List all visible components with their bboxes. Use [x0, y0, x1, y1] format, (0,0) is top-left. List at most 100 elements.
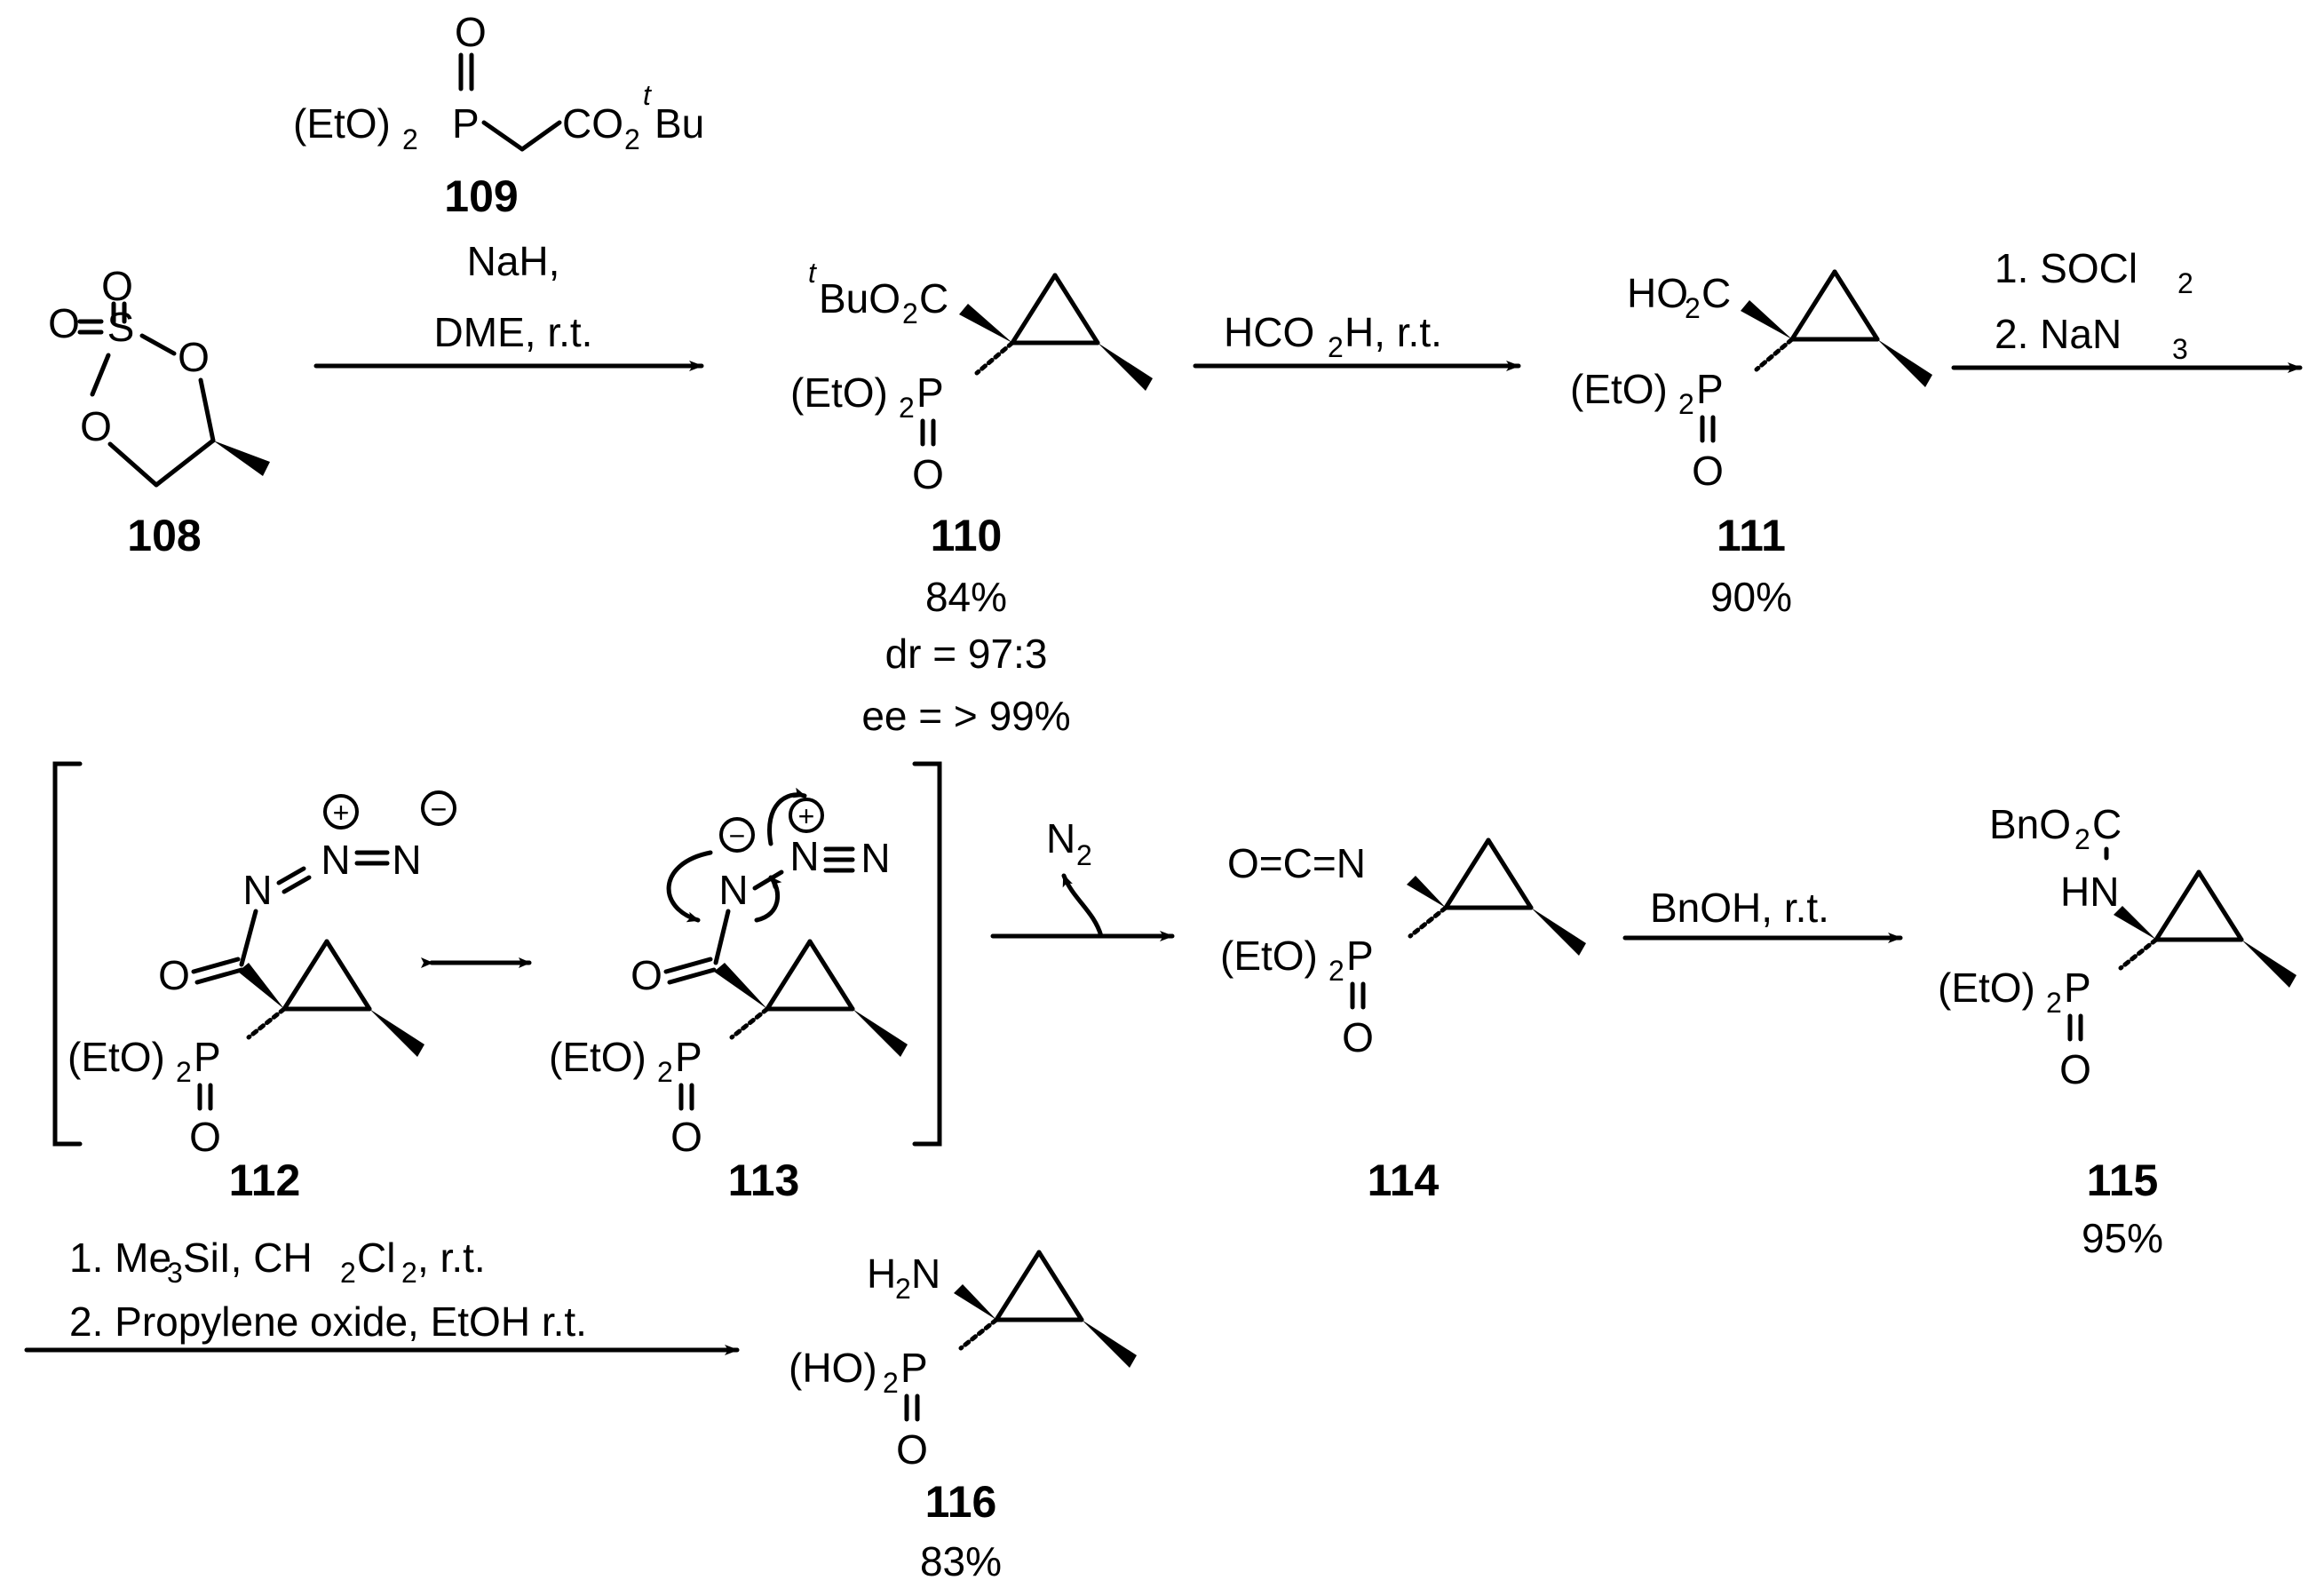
atom-p: P	[452, 100, 480, 147]
compound-label-111: 111	[1717, 511, 1786, 560]
compound-label-114: 114	[1368, 1155, 1440, 1205]
atom-o: O	[896, 1426, 928, 1473]
atom-o: O	[2059, 1046, 2091, 1092]
acid-group: HO	[1627, 270, 1688, 316]
compound-label-110: 110	[931, 511, 1003, 560]
atom-n: N	[321, 837, 350, 883]
subscript-2: 2	[1076, 839, 1092, 871]
atom-p: P	[194, 1034, 221, 1080]
subscript-2: 2	[895, 1273, 911, 1305]
atom-o: O	[912, 451, 944, 497]
compound-112: + − N N N O (EtO) 2 P O 112	[67, 790, 456, 1205]
condition-line1: 1. SOCl	[1995, 245, 2138, 291]
reaction-arrow-6: 1. Me 3 SiI, CH 2 Cl 2 , r.t. 2. Propyle…	[24, 1235, 740, 1355]
atom-o: O	[670, 1114, 702, 1160]
eto-group: (EtO)	[790, 369, 888, 416]
nh-group: HN	[2060, 869, 2119, 915]
subscript-2: 2	[402, 123, 418, 155]
minus-charge: −	[729, 820, 746, 852]
subscript-2: 2	[1328, 331, 1344, 363]
amine-h: H	[867, 1251, 896, 1297]
ee-110: ee = > 99%	[861, 693, 1070, 739]
reaction-arrow-3: 1. SOCl 2 2. NaN 3	[1951, 245, 2303, 373]
condition-line2: 2. NaN	[1995, 311, 2122, 357]
yield-116: 83%	[920, 1538, 1002, 1584]
cbz-carbon: C	[2092, 801, 2122, 847]
subscript-3: 3	[2172, 333, 2188, 365]
compound-113: − + N N N O (EtO) 2 P O 113	[549, 787, 908, 1205]
subscript-2: 2	[657, 1056, 673, 1088]
atom-p: P	[2064, 965, 2091, 1011]
subscript-2: 2	[883, 1367, 899, 1399]
reaction-arrow-4: N 2	[990, 815, 1175, 941]
eto-group: (EtO)	[1570, 366, 1668, 412]
eto-group: (EtO)	[1938, 965, 2035, 1011]
condition-text: H, r.t.	[1344, 309, 1442, 355]
atom-s: S	[107, 304, 135, 350]
minus-charge: −	[431, 793, 448, 825]
atom-o: O	[1692, 448, 1724, 494]
condition-text: BnOH, r.t.	[1650, 885, 1829, 931]
subscript-3: 3	[167, 1257, 183, 1289]
subscript-2: 2	[1329, 955, 1344, 987]
atom-o: O	[101, 263, 133, 309]
plus-charge: +	[798, 800, 815, 832]
cbz-group: BnO	[1989, 801, 2071, 847]
yield-111: 90%	[1710, 574, 1792, 620]
atom-n: N	[861, 835, 890, 881]
condition-line1: Cl	[357, 1235, 395, 1281]
compound-108: O O S O O 108	[48, 263, 270, 560]
superscript-t: t	[643, 79, 652, 111]
ester-carbon: C	[919, 275, 948, 322]
eto-group: (EtO)	[1220, 933, 1318, 979]
ho-group: (HO)	[789, 1345, 877, 1391]
compound-111: HO 2 C (EtO) 2 P O 111 90%	[1570, 269, 1932, 620]
compound-label-116: 116	[925, 1477, 997, 1527]
dr-110: dr = 97:3	[885, 631, 1048, 677]
compound-114: O=C=N (EtO) 2 P O 114	[1220, 838, 1586, 1205]
condition-line1: 1. Me	[69, 1235, 171, 1281]
compound-label-115: 115	[2087, 1155, 2159, 1205]
atom-p: P	[675, 1034, 702, 1080]
subscript-2: 2	[340, 1257, 356, 1289]
isocyanate-group: O=C=N	[1227, 840, 1366, 886]
ester-group: BuO	[819, 275, 900, 322]
amine-n: N	[911, 1251, 940, 1297]
subscript-2: 2	[1678, 388, 1694, 420]
compound-110: t BuO 2 C (EtO) 2 P O 110 84% dr = 97:3 …	[790, 257, 1153, 739]
compound-label-112: 112	[229, 1155, 301, 1205]
yield-115: 95%	[2082, 1215, 2163, 1261]
condition-text: HCO	[1224, 309, 1314, 355]
atom-p: P	[900, 1345, 928, 1391]
atom-n: N	[718, 867, 748, 913]
atom-n: N	[242, 867, 272, 913]
subscript-2: 2	[902, 298, 918, 330]
subscript-2: 2	[1685, 292, 1701, 324]
reaction-arrow-1: NaH, DME, r.t.	[313, 238, 704, 371]
subscript-2: 2	[401, 1257, 417, 1289]
atom-o: O	[48, 300, 80, 346]
condition-line1: SiI, CH	[183, 1235, 313, 1281]
atom-n: N	[789, 833, 819, 879]
atom-p: P	[916, 369, 944, 416]
subscript-2: 2	[2046, 987, 2062, 1019]
condition-line1: , r.t.	[417, 1235, 486, 1281]
compound-116: H 2 N (HO) 2 P O 116 83%	[789, 1250, 1137, 1584]
atom-o: O	[178, 334, 210, 380]
yield-110: 84%	[925, 574, 1007, 620]
co-group: CO	[562, 100, 623, 147]
atom-o: O	[631, 952, 662, 998]
subscript-2: 2	[899, 392, 915, 424]
condition-line2: 2. Propylene oxide, EtOH r.t.	[69, 1298, 587, 1345]
subscript-2: 2	[2074, 823, 2090, 855]
atom-n: N	[392, 837, 421, 883]
eto-group: (EtO)	[293, 100, 391, 147]
condition-solvent: DME, r.t.	[434, 309, 593, 355]
atom-o: O	[158, 952, 190, 998]
reagent-109: O (EtO) 2 P CO 2 t Bu 109	[293, 9, 704, 221]
superscript-t: t	[808, 257, 817, 289]
condition-reagent: NaH,	[467, 238, 560, 284]
compound-115: BnO 2 C HN (EtO) 2 P O 115 95%	[1938, 801, 2296, 1261]
compound-label-109: 109	[444, 171, 518, 221]
